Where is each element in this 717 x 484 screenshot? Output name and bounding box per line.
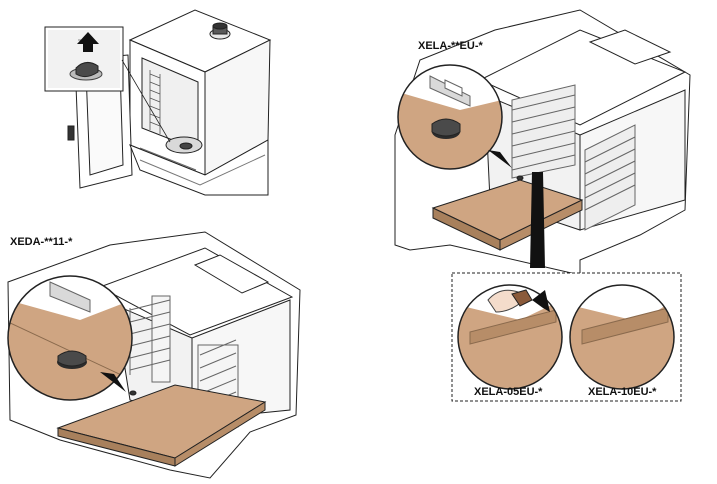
label-xela-eu: XELA-**EU-* xyxy=(418,40,483,52)
inset-lift-knob xyxy=(44,26,171,143)
label-xela-05: XELA-05EU-* xyxy=(474,386,543,398)
knob-icon xyxy=(431,118,461,139)
label-xela-10: XELA-10EU-* xyxy=(588,386,657,398)
knob-icon xyxy=(57,350,87,369)
xeda-rack-left xyxy=(129,295,171,383)
xela-05-circle xyxy=(457,284,563,390)
label-xeda: XEDA-**11-* xyxy=(10,236,73,248)
xeda-zoom-circle xyxy=(7,275,133,401)
xela-rack-left xyxy=(511,84,576,179)
arrow-up-icon xyxy=(77,32,99,52)
xela-10-circle xyxy=(569,284,675,390)
variant-detail-box xyxy=(451,272,682,402)
xela-zoom-circle xyxy=(397,64,512,170)
rotate-arrow-icon xyxy=(532,290,550,312)
xela-rack-right xyxy=(584,124,636,231)
